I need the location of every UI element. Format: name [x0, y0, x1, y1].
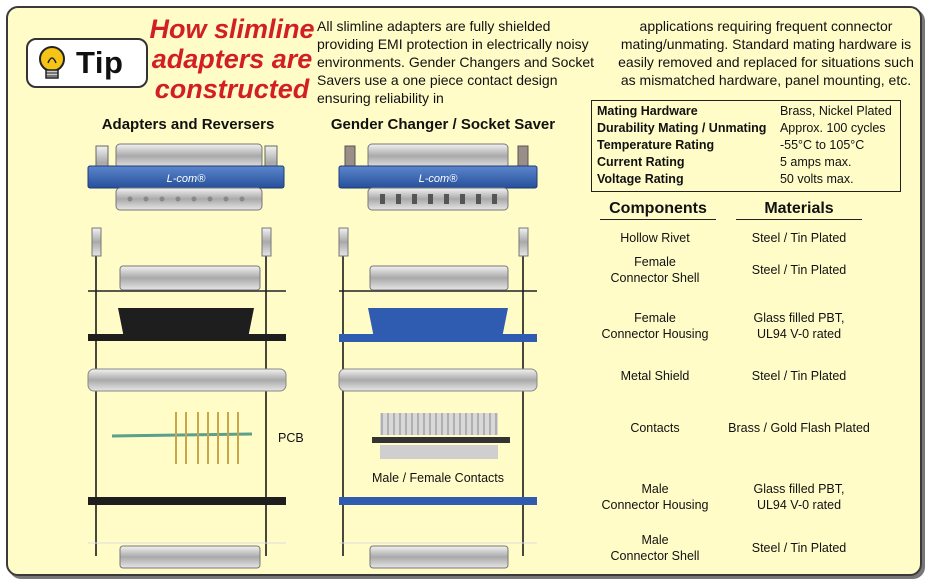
adapters-heading: Adapters and Reversers: [101, 116, 275, 133]
middle-rivet-a: [338, 227, 349, 257]
spec-row: Mating Hardware Brass, Nickel Plated: [596, 103, 896, 120]
tip-badge: Tip: [26, 38, 148, 88]
components-header: Components: [600, 200, 716, 220]
gender-changer-heading: Gender Changer / Socket Saver: [330, 116, 556, 133]
spec-row: Temperature Rating -55°C to 105°C: [596, 137, 896, 154]
title-line-3: constructed: [154, 74, 310, 104]
component-name: Female Connector Housing: [601, 311, 709, 341]
left-rivet-b: [261, 227, 272, 257]
middle-female-housing: [339, 308, 537, 342]
left-female-housing: [88, 308, 286, 341]
tip-card: Tip How slimline adapters are constructe…: [6, 6, 922, 576]
spec-row: Durability Mating / Unmating Approx. 100 …: [596, 120, 896, 137]
middle-female-shell: [339, 265, 537, 292]
left-male-housing: [88, 497, 286, 505]
spec-value: Approx. 100 cycles: [779, 121, 886, 135]
left-brand-label: L-com®: [167, 173, 207, 185]
lightbulb-icon: [39, 46, 65, 79]
tip-label: Tip: [76, 45, 124, 80]
spec-value: Brass, Nickel Plated: [779, 104, 892, 118]
spec-name: Temperature Rating: [597, 138, 715, 152]
assembled-adapter-image: L-com®: [87, 143, 285, 211]
middle-metal-shield: [338, 368, 538, 392]
exploded-view-illustration: L-com®: [87, 143, 538, 569]
component-name: Male Connector Shell: [610, 533, 700, 563]
materials-header: Materials: [736, 200, 862, 220]
component-name: Female Connector Shell: [610, 255, 700, 285]
spec-name: Voltage Rating: [597, 172, 684, 186]
middle-male-shell: [339, 542, 537, 569]
spec-value: -55°C to 105°C: [779, 138, 865, 152]
left-rivet-a: [91, 227, 102, 257]
spec-row: Voltage Rating 50 volts max.: [596, 171, 896, 188]
material-name: Steel / Tin Plated: [751, 231, 847, 245]
material-name: Glass filled PBT, UL94 V-0 rated: [753, 482, 845, 512]
left-metal-shield: [87, 368, 287, 392]
spec-name: Durability Mating / Unmating: [597, 121, 767, 135]
material-name: Steel / Tin Plated: [751, 263, 847, 277]
title-line-1: How slimline: [149, 14, 315, 44]
spec-name: Current Rating: [597, 155, 685, 169]
title-line-2: adapters are: [151, 44, 313, 74]
spec-value: 5 amps max.: [779, 155, 852, 169]
component-name: Hollow Rivet: [620, 231, 690, 245]
assembled-gender-changer-image: L-com®: [338, 143, 538, 211]
contacts-label: Male / Female Contacts: [372, 471, 504, 485]
spec-name: Mating Hardware: [597, 104, 698, 118]
component-name: Metal Shield: [620, 369, 690, 383]
middle-male-housing: [339, 497, 537, 505]
intro-paragraph-1: All slimline adapters are fully shielded…: [317, 18, 595, 106]
middle-brand-label: L-com®: [419, 173, 459, 185]
left-male-shell: [88, 542, 286, 569]
pcb-label: PCB: [278, 431, 304, 445]
material-name: Brass / Gold Flash Plated: [728, 421, 870, 435]
page-title: How slimline adapters are constructed: [142, 14, 322, 104]
material-name: Steel / Tin Plated: [751, 369, 847, 383]
middle-rivet-b: [518, 227, 529, 257]
material-name: Glass filled PBT, UL94 V-0 rated: [753, 311, 845, 341]
left-female-shell: [88, 265, 286, 292]
intro-paragraph-2: applications requiring frequent connecto…: [618, 18, 914, 88]
material-name: Steel / Tin Plated: [751, 541, 847, 555]
spec-value: 50 volts max.: [779, 172, 854, 186]
component-name: Male Connector Housing: [601, 482, 709, 512]
left-pcb-contacts: [111, 412, 253, 464]
spec-row: Current Rating 5 amps max.: [596, 154, 896, 171]
middle-contacts: [372, 413, 510, 459]
component-name: Contacts: [630, 421, 680, 435]
